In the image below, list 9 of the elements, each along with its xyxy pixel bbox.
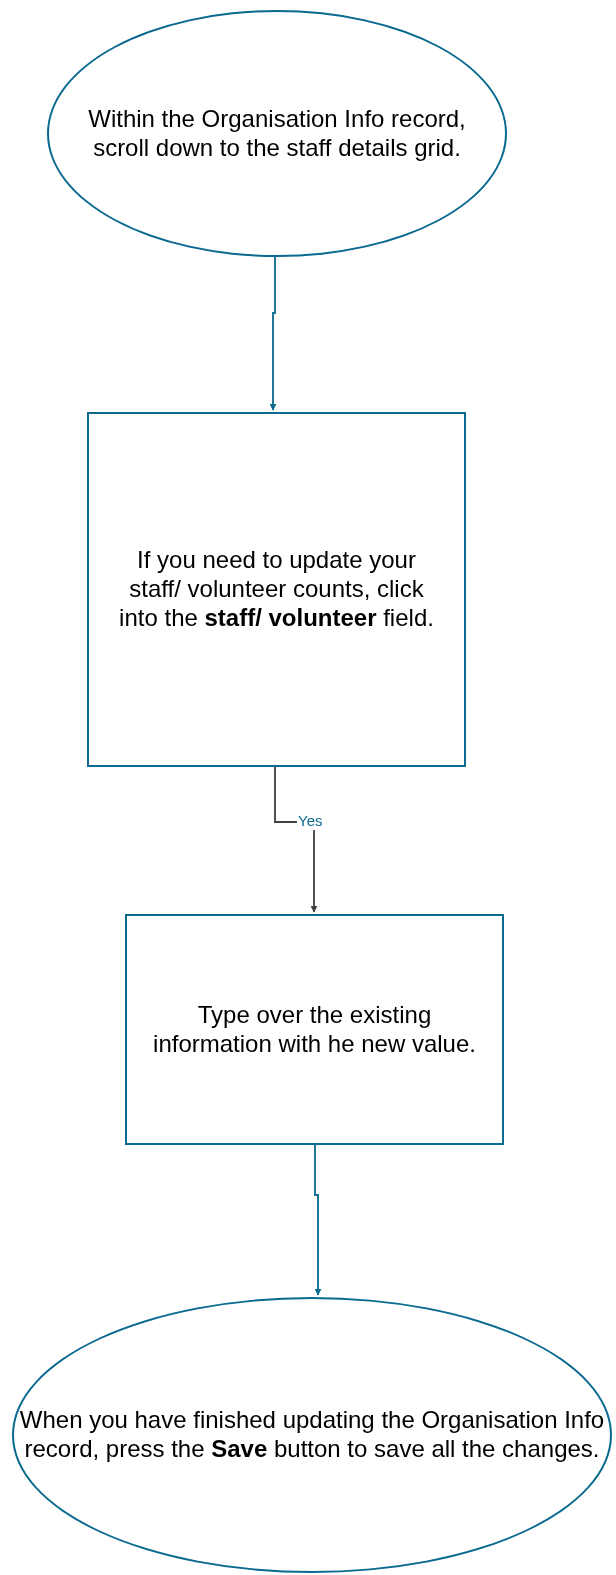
process-box — [125, 914, 504, 1145]
node-text: Type over the existing information with he new value. — [152, 1000, 477, 1059]
arrow — [269, 256, 277, 411]
node-text: When you have finished updating the Organisation Info record, press the Save button to save all the changes. — [18, 1406, 606, 1464]
arrow — [314, 1144, 322, 1296]
node-text: If you need to update your staff/ volunteer counts, click into the staff/ volunteer field. — [119, 546, 434, 633]
process-box — [87, 412, 466, 767]
node-text: Within the Organisation Info record, scroll down to the staff details grid. — [87, 104, 467, 163]
edge-label: Yes — [297, 813, 324, 830]
